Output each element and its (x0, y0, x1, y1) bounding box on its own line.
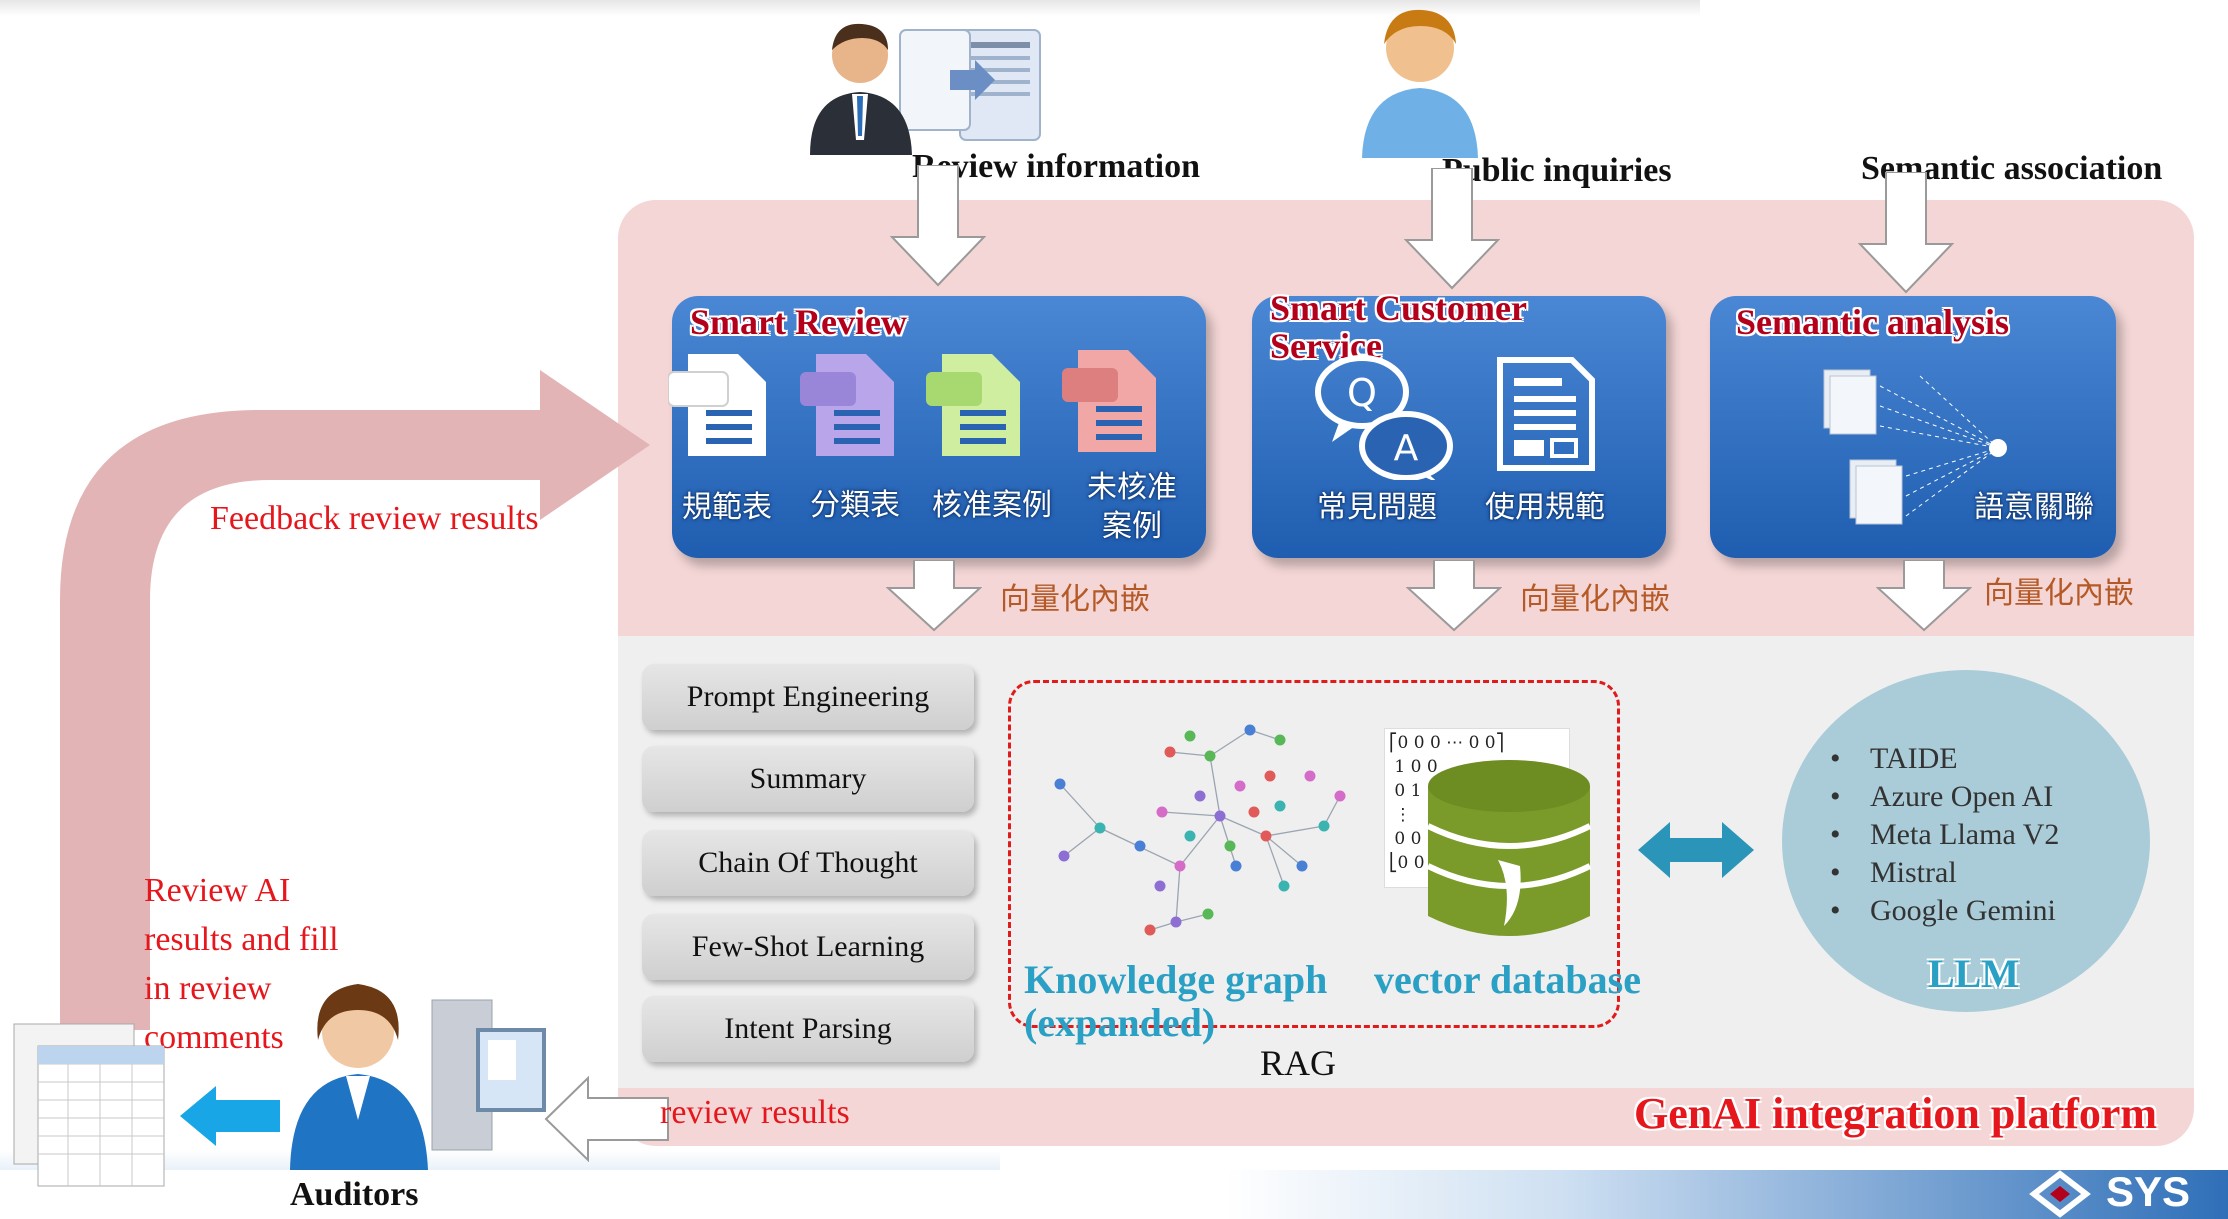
left-blue-arrow (180, 1086, 280, 1146)
smart-customer-service-title: Smart Customer Service (1270, 288, 1527, 366)
graph-node (1058, 850, 1070, 862)
feedback-review-results-label: Feedback review results (210, 500, 539, 537)
graph-node (1304, 770, 1316, 782)
auditors-label: Auditors (290, 1176, 419, 1213)
document-icon-red (1062, 350, 1156, 452)
usage-guidelines-icon (1497, 357, 1595, 471)
graph-node (1248, 806, 1260, 818)
arrow-into-smart-review (890, 165, 986, 287)
vectorization-arrow-2 (1406, 560, 1502, 632)
graph-node (1170, 916, 1182, 928)
smart-review-item-4: 未核准 案例 (1087, 470, 1177, 544)
graph-node (1244, 724, 1256, 736)
llm-model-azure: Azure Open AI (1830, 778, 2059, 816)
review-results-label: review results (660, 1094, 850, 1131)
graph-node (1318, 820, 1330, 832)
faq-bubbles-icon: Q A (1315, 355, 1453, 480)
graph-node (1184, 730, 1196, 742)
graph-node (1202, 908, 1214, 920)
technique-few-shot-learning: Few-Shot Learning (642, 914, 974, 980)
graph-node (1214, 810, 1226, 822)
graph-node (1184, 830, 1196, 842)
document-icon-green (926, 354, 1020, 456)
llm-model-llama: Meta Llama V2 (1830, 816, 2059, 854)
graph-node (1204, 750, 1216, 762)
semantic-analysis-title: Semantic analysis (1736, 302, 2010, 342)
sys-logo-text: SYS (2106, 1168, 2191, 1215)
graph-node (1334, 790, 1346, 802)
graph-node (1144, 924, 1156, 936)
knowledge-graph-icon (1054, 724, 1346, 936)
technique-chain-of-thought: Chain Of Thought (642, 830, 974, 896)
svg-text:Q: Q (1347, 371, 1377, 415)
rag-label: RAG (1260, 1043, 1337, 1083)
semantic-analysis-item: 語意關聯 (1974, 490, 2094, 525)
bidirectional-arrow (1638, 822, 1754, 878)
llm-model-gemini: Google Gemini (1830, 892, 2059, 930)
vector-database-label: vector database (1374, 957, 1641, 1002)
graph-node (1230, 860, 1242, 872)
top-bar (0, 0, 1700, 16)
rag-region (1008, 680, 1620, 1028)
vectorization-arrow-3 (1876, 560, 1972, 632)
graph-node (1054, 778, 1066, 790)
graph-node (1156, 806, 1168, 818)
sys-logo-icon (2029, 1170, 2091, 1218)
feedback-arrow (60, 370, 650, 1030)
graph-node (1164, 746, 1176, 758)
arrow-into-customer-service (1404, 168, 1500, 290)
llm-model-taide: TAIDE (1830, 740, 2059, 778)
knowledge-graph-label: Knowledge graph (expanded) (1024, 957, 1328, 1046)
public-person-icon (1362, 9, 1478, 158)
graph-node (1274, 734, 1286, 746)
svg-text:A: A (1394, 428, 1419, 469)
public-inquiries-label: Public inquiries (1442, 152, 1672, 189)
smart-review-item-1: 規範表 (682, 490, 772, 525)
auditor-person-icon (290, 984, 546, 1170)
customer-service-item-1: 常見問題 (1317, 490, 1437, 525)
smart-review-item-2: 分類表 (810, 488, 900, 523)
arrow-into-semantic-analysis (1858, 172, 1954, 294)
graph-node (1154, 880, 1166, 892)
review-ai-results-label: Review AI results and fill in review com… (144, 872, 339, 1056)
technique-intent-parsing: Intent Parsing (642, 996, 974, 1062)
graph-node (1174, 860, 1186, 872)
vectorization-label-1: 向量化內嵌 (1000, 582, 1150, 617)
llm-label: LLM (1928, 951, 2020, 996)
graph-node (1134, 840, 1146, 852)
graph-node (1274, 800, 1286, 812)
bottom-band (0, 1170, 2228, 1219)
llm-model-list: TAIDE Azure Open AI Meta Llama V2 Mistra… (1830, 740, 2059, 930)
graph-node (1264, 770, 1276, 782)
document-icon-white (668, 354, 766, 456)
document-icon-purple (800, 354, 894, 456)
graph-node (1194, 790, 1206, 802)
graph-node (1278, 880, 1290, 892)
technique-summary: Summary (642, 746, 974, 812)
vectorization-label-3: 向量化內嵌 (1984, 576, 2134, 611)
review-information-label: Review information (912, 148, 1201, 185)
platform-name-label: GenAI integration platform (1634, 1089, 2158, 1138)
smart-review-item-3: 核准案例 (932, 488, 1052, 523)
graph-node (1224, 840, 1236, 852)
graph-node (1260, 830, 1272, 842)
llm-model-mistral: Mistral (1830, 854, 2059, 892)
technique-prompt-engineering: Prompt Engineering (642, 664, 974, 730)
vectorization-arrow-1 (886, 560, 982, 632)
review-results-arrow (544, 1076, 669, 1162)
graph-node (1094, 822, 1106, 834)
graph-node (1296, 860, 1308, 872)
customer-service-item-2: 使用規範 (1485, 490, 1605, 525)
vectorization-label-2: 向量化內嵌 (1520, 582, 1670, 617)
spreadsheet-icon (13, 1023, 165, 1187)
semantic-analysis-card (1710, 296, 2116, 558)
smart-customer-service-card (1252, 296, 1666, 558)
reviewer-person-icon (810, 23, 1041, 155)
database-icon (1426, 760, 1592, 936)
graph-node (1234, 780, 1246, 792)
smart-review-title: Smart Review (690, 302, 907, 342)
semantic-network-icon (1823, 369, 2007, 525)
